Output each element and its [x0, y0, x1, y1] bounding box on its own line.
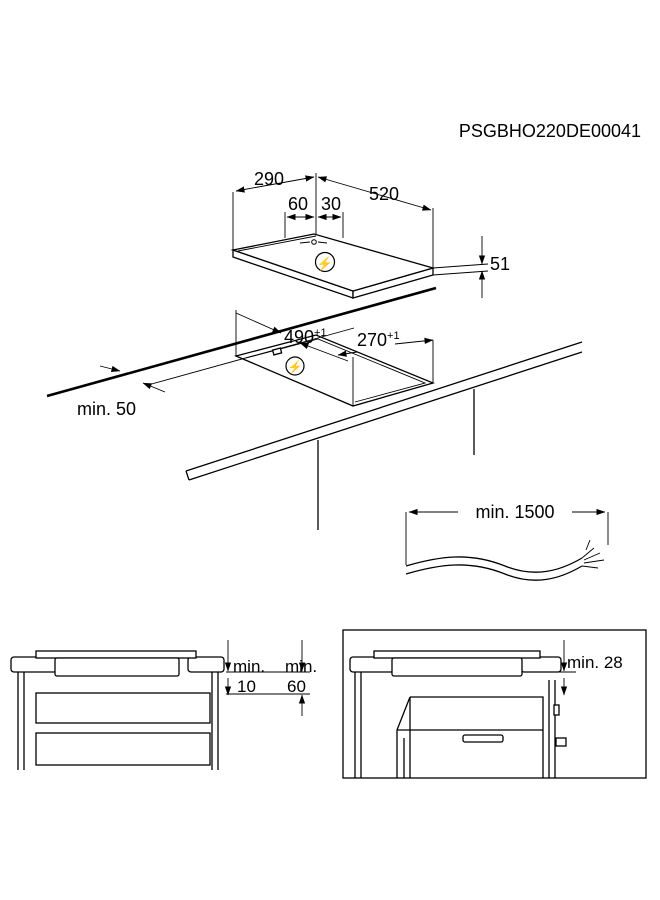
power-cable-illustration: min. 1500 — [405, 502, 609, 581]
drawer-cabinet-illustration: min. 10 min. 60 — [10, 640, 317, 770]
hob-length-label: 520 — [369, 184, 399, 204]
cable-length-label: min. 1500 — [475, 502, 554, 522]
clearance-oven-label: min. 28 — [567, 653, 623, 672]
connection-point — [311, 239, 317, 245]
oven-cabinet-illustration: min. 28 — [342, 629, 647, 779]
offset-a-label: 60 — [288, 194, 308, 214]
clearance-a-label-line2: 10 — [237, 677, 256, 696]
hob-width-label: 290 — [254, 169, 284, 189]
worktop-illustration: ⚡ 490+1 270+1 min. 50 — [46, 286, 583, 530]
frame — [342, 629, 647, 779]
offset-b-label: 30 — [321, 194, 341, 214]
clearance-b-label-line2: 60 — [287, 677, 306, 696]
clearance-a-label-line1: min. — [233, 657, 265, 676]
cutout-power-warning-icon — [285, 356, 305, 376]
power-warning-icon — [314, 251, 336, 273]
hob-illustration: ⚡ 290 520 60 30 51 — [230, 169, 510, 299]
clearance-b-label-line1: min. — [285, 657, 317, 676]
cutout-width-label: 270+1 — [357, 330, 400, 350]
document-code: PSGBHO220DE00041 — [459, 121, 641, 141]
cutout-power-symbol-glyph: ⚡ — [288, 360, 303, 374]
cutout-length-label: 490+1 — [284, 327, 327, 347]
power-symbol-glyph: ⚡ — [317, 256, 333, 272]
width-dimension-line — [235, 175, 315, 193]
length-dimension-line — [317, 176, 432, 211]
edge-distance-label: min. 50 — [77, 399, 136, 419]
hob-height-label: 51 — [490, 254, 510, 274]
